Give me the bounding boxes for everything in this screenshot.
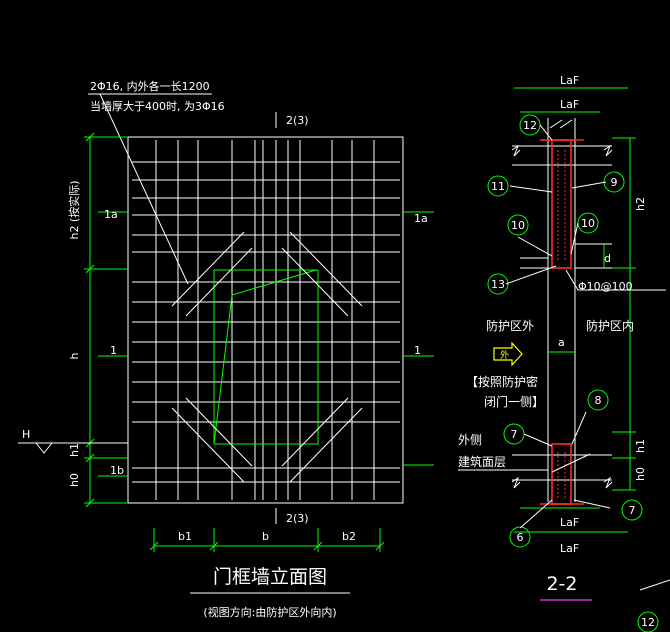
h-label: h bbox=[68, 352, 81, 359]
tag-1-left: 1 bbox=[110, 344, 117, 357]
laf-top-1: LaF bbox=[560, 74, 579, 87]
section-h0-label: h0 bbox=[634, 467, 647, 481]
b1-label: b1 bbox=[178, 530, 192, 543]
tag-1-right: 1 bbox=[414, 344, 421, 357]
rebar-spec: Φ10@100 bbox=[578, 280, 633, 293]
marker-circle bbox=[507, 214, 529, 236]
direction-arrow: 外 bbox=[493, 341, 523, 367]
laf-dimensions bbox=[514, 87, 628, 533]
marker-circle bbox=[637, 611, 659, 632]
level-H-label: H bbox=[22, 428, 30, 441]
rebar-note-1: 2Φ16, 内外各一长1200 bbox=[90, 79, 210, 93]
level-symbol bbox=[35, 442, 53, 454]
marker-number: 6 bbox=[517, 531, 524, 544]
note-line-2: 闭门一侧】 bbox=[484, 394, 544, 409]
rebar-grid bbox=[132, 140, 400, 500]
arrow-text: 外 bbox=[500, 349, 509, 361]
marker-leaders bbox=[505, 124, 611, 529]
outside-zone-label: 防护区外 bbox=[486, 318, 534, 333]
h0-label: h0 bbox=[68, 473, 81, 487]
marker-circle bbox=[621, 499, 643, 521]
marker-circle bbox=[487, 175, 509, 197]
marker-circle bbox=[509, 526, 531, 548]
outer-side-label: 外侧 bbox=[458, 433, 482, 447]
section-h2-label: h2 bbox=[634, 197, 647, 211]
wall-outline bbox=[127, 136, 404, 504]
circle-markers: 12 11 9 10 10 13 7 8 6 7 12 bbox=[487, 114, 659, 632]
finish-label: 建筑面层 bbox=[458, 454, 506, 469]
laf-bottom-2: LaF bbox=[560, 542, 579, 555]
marker-number: 10 bbox=[511, 219, 525, 232]
section-view: LaF LaF LaF LaF h2 h1 h0 d a Φ10@100 防护区… bbox=[458, 74, 670, 632]
b-label: b bbox=[262, 530, 269, 543]
note-line-1: 【按照防护密 bbox=[466, 374, 538, 389]
b2-label: b2 bbox=[342, 530, 356, 543]
section-d-label: d bbox=[604, 252, 611, 265]
marker-number: 7 bbox=[629, 504, 636, 517]
section-mark-top: 2(3) bbox=[286, 114, 309, 127]
marker-number: 9 bbox=[611, 176, 618, 189]
break-symbols bbox=[511, 144, 613, 489]
marker-number: 10 bbox=[581, 217, 595, 230]
section-title: 2-2 bbox=[546, 573, 577, 595]
rebar-cage bbox=[540, 119, 591, 505]
rebar-leader bbox=[565, 269, 579, 291]
left-tags bbox=[98, 211, 128, 477]
bottom-dimension-chain bbox=[149, 528, 385, 552]
tag-1a-right: 1a bbox=[414, 212, 428, 225]
laf-top-2: LaF bbox=[560, 98, 579, 111]
marker-circle bbox=[587, 389, 609, 411]
door-opening bbox=[213, 269, 319, 445]
marker-number: 12 bbox=[641, 616, 655, 629]
a-label: a bbox=[558, 336, 565, 349]
elevation-view: 2Φ16, 内外各一长1200 当墙厚大于400时, 为3Φ16 2(3) 2(… bbox=[18, 79, 434, 619]
h1-label: h1 bbox=[68, 443, 81, 457]
tag-1b-left: 1b bbox=[110, 464, 124, 477]
rebar-note-2: 当墙厚大于400时, 为3Φ16 bbox=[90, 99, 225, 113]
marker-number: 7 bbox=[511, 428, 518, 441]
section-right-dims bbox=[603, 137, 636, 491]
left-dimension-chain bbox=[84, 132, 128, 508]
inside-zone-label: 防护区内 bbox=[586, 318, 634, 333]
h2-label: h2 (按实际) bbox=[67, 180, 81, 239]
note-leader bbox=[99, 93, 189, 285]
marker-circle bbox=[487, 273, 509, 295]
laf-bottom-1: LaF bbox=[560, 516, 579, 529]
diagonal-bars bbox=[171, 231, 363, 483]
marker-number: 8 bbox=[595, 394, 602, 407]
door-leaf bbox=[213, 269, 317, 445]
marker-number: 11 bbox=[491, 180, 505, 193]
tag-1a-left: 1a bbox=[104, 208, 118, 221]
elevation-title: 门框墙立面图 bbox=[213, 566, 327, 588]
marker-number: 12 bbox=[523, 119, 537, 132]
right-tags bbox=[403, 211, 434, 466]
partial-leader bbox=[639, 579, 670, 591]
section-h1-label: h1 bbox=[634, 439, 647, 453]
section-mark-bottom: 2(3) bbox=[286, 512, 309, 525]
elevation-subtitle: (视图方向:由防护区外向内) bbox=[203, 605, 336, 619]
marker-number: 13 bbox=[491, 278, 505, 291]
